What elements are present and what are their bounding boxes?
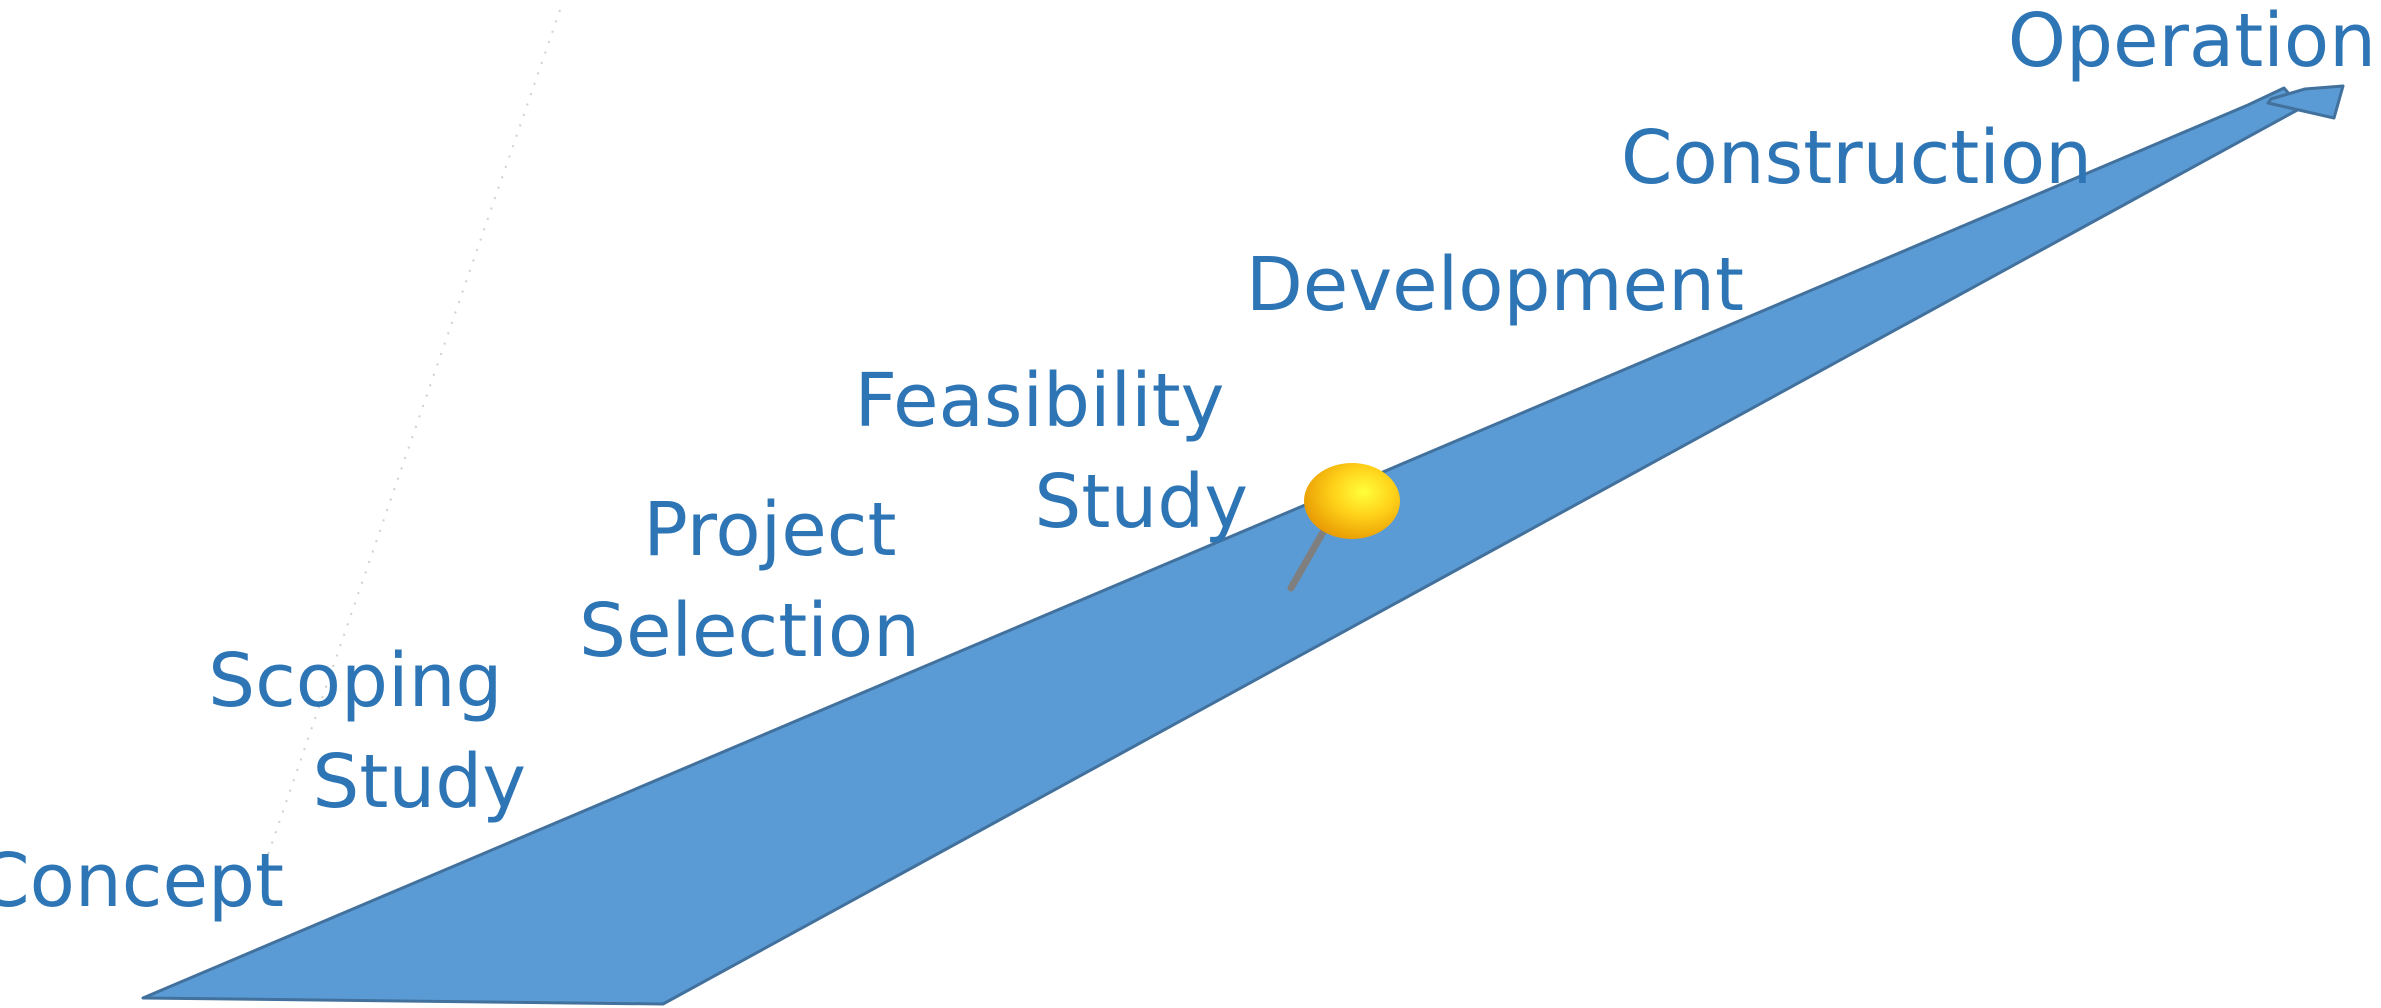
svg-text:Operation: Operation: [2008, 0, 2376, 84]
stage-label-line: Operation: [2008, 0, 2376, 84]
pin-needle: [1287, 523, 1330, 592]
stage-label-line: Construction: [1621, 115, 2092, 201]
dotted-guide-line: [261, 9, 561, 873]
stage-label-feasibility-study: Feasibility Study: [855, 358, 1249, 545]
stage-label-operation: Operation: [2008, 0, 2376, 84]
stage-label-line: Study: [1034, 459, 1248, 545]
svg-text:Construction: Construction: [1621, 115, 2092, 201]
svg-text:Feasibility Study: Feasibility Study: [855, 358, 1249, 545]
road-shape: [141, 86, 2303, 1006]
stage-label-scoping-study: Scoping Study: [208, 638, 526, 825]
stage-label-line: Study: [312, 739, 526, 825]
stage-label-line: Development: [1246, 242, 1744, 328]
svg-text:Scoping Study: Scoping Study: [208, 638, 526, 825]
stage-label-line: Concept: [0, 838, 284, 924]
stage-label-development: Development: [1246, 242, 1744, 328]
stage-label-line: Project: [643, 487, 896, 573]
stage-label-concept: Concept: [0, 838, 284, 924]
road-arrowhead: [2266, 84, 2345, 120]
stage-label-line: Feasibility: [855, 358, 1225, 444]
stage-label-line: Scoping: [208, 638, 502, 724]
stage-label-construction: Construction: [1621, 115, 2092, 201]
svg-text:Project Selection: Project Selection: [579, 487, 920, 674]
svg-text:Development: Development: [1246, 242, 1744, 328]
stage-label-line: Selection: [579, 588, 920, 674]
svg-text:Concept: Concept: [0, 838, 284, 924]
pushpin-marker-icon: [1287, 463, 1400, 592]
pin-head: [1304, 463, 1400, 539]
stage-label-project-selection: Project Selection: [579, 487, 920, 674]
